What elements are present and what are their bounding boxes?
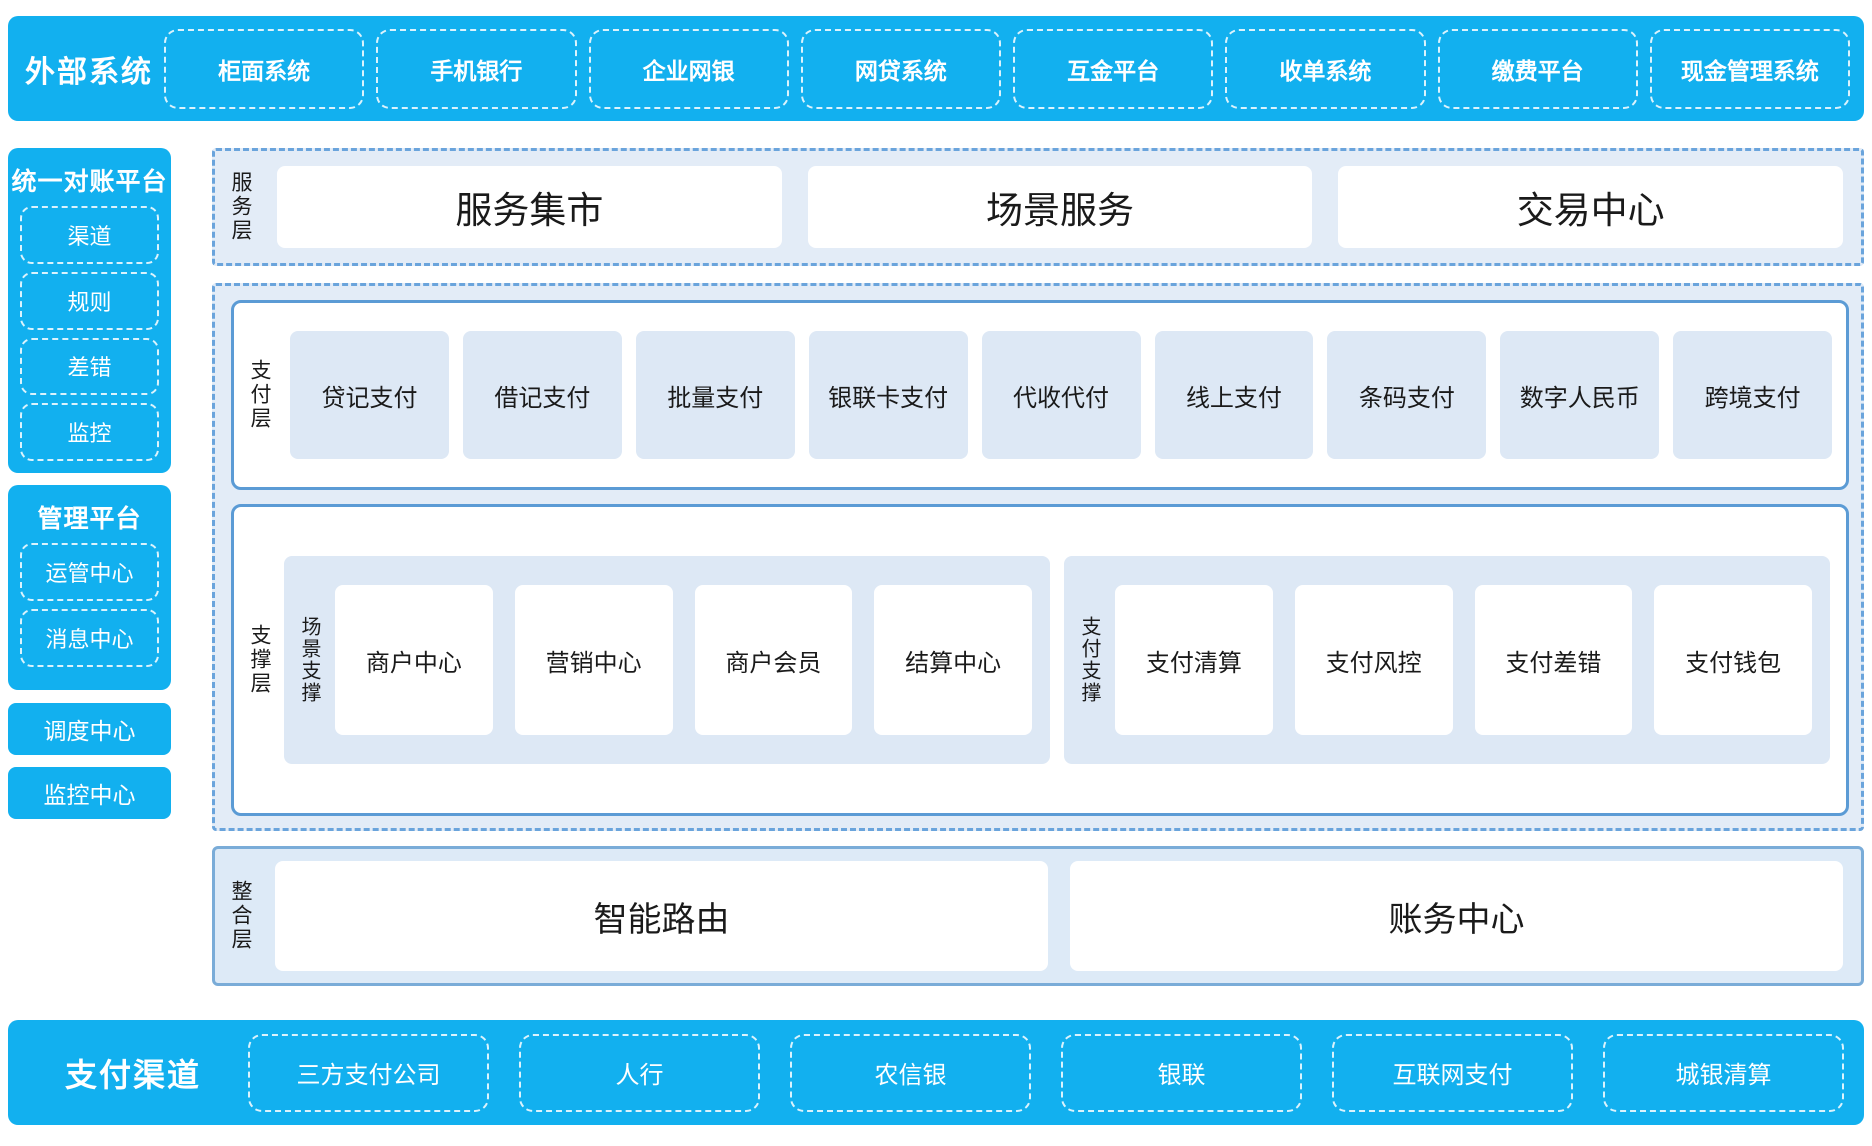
reconcile-item-monitor[interactable]: 监控 — [20, 403, 159, 461]
manage-platform-panel: 管理平台 运管中心 消息中心 — [8, 485, 171, 690]
scene-card-settlement-center[interactable]: 结算中心 — [874, 585, 1033, 735]
external-system-item[interactable]: 互金平台 — [1013, 28, 1214, 109]
scene-support-card-list: 商户中心 营销中心 商户会员 结算中心 — [335, 585, 1033, 735]
service-card-market[interactable]: 服务集市 — [277, 166, 782, 248]
payment-support-card-error[interactable]: 支付差错 — [1474, 585, 1633, 735]
payment-support-group: 支付支撑 支付清算 支付风控 支付差错 支付钱包 — [1064, 556, 1831, 764]
external-systems-title: 外部系统 — [25, 55, 153, 89]
integration-layer-card-list: 智能路由 账务中心 — [275, 861, 1844, 971]
support-layer-label: 支撑层 — [248, 624, 272, 696]
payment-channel-title: 支付渠道 — [64, 1056, 201, 1093]
payment-layer-tile-list: 贷记支付 借记支付 批量支付 银联卡支付 代收代付 线上支付 条码支付 数字人民… — [290, 331, 1833, 459]
external-system-item[interactable]: 缴费平台 — [1437, 28, 1638, 109]
payment-support-card-risk-control[interactable]: 支付风控 — [1294, 585, 1453, 735]
channel-item-third-party[interactable]: 三方支付公司 — [248, 1033, 489, 1112]
payment-tile-credit[interactable]: 贷记支付 — [290, 331, 449, 459]
payment-tile-cross-border[interactable]: 跨境支付 — [1673, 331, 1833, 459]
payment-layer-label: 支付层 — [248, 359, 272, 431]
channel-item-unionpay[interactable]: 银联 — [1061, 1033, 1302, 1112]
monitor-center-block[interactable]: 监控中心 — [8, 767, 171, 819]
reconcile-platform-title: 统一对账平台 — [11, 168, 168, 196]
external-system-item[interactable]: 手机银行 — [376, 28, 577, 109]
scene-support-label: 场景支撑 — [298, 616, 321, 704]
channel-item-city-bank-clearing[interactable]: 城银清算 — [1603, 1033, 1844, 1112]
support-layer-box: 支撑层 场景支撑 商户中心 营销中心 商户会员 结算中心 支付支撑 支付清算 支… — [231, 504, 1849, 816]
external-system-item[interactable]: 网贷系统 — [800, 28, 1001, 109]
payment-channel-chip-list: 三方支付公司 人行 农信银 银联 互联网支付 城银清算 — [248, 1033, 1850, 1112]
payment-support-card-wallet[interactable]: 支付钱包 — [1654, 585, 1813, 735]
external-system-item[interactable]: 现金管理系统 — [1649, 28, 1850, 109]
external-systems-chip-list: 柜面系统 手机银行 企业网银 网贷系统 互金平台 收单系统 缴费平台 现金管理系… — [164, 28, 1850, 109]
external-system-item[interactable]: 收单系统 — [1225, 28, 1426, 109]
payment-tile-digital-rmb[interactable]: 数字人民币 — [1500, 331, 1660, 459]
manage-platform-title: 管理平台 — [37, 505, 142, 533]
manage-item-operations-center[interactable]: 运管中心 — [20, 543, 159, 601]
payment-tile-unionpay-card[interactable]: 银联卡支付 — [808, 331, 968, 459]
scene-card-merchant-member[interactable]: 商户会员 — [694, 585, 853, 735]
payment-support-label: 支付支撑 — [1078, 616, 1101, 704]
reconcile-item-channel[interactable]: 渠道 — [20, 206, 159, 264]
integration-card-accounting-center[interactable]: 账务中心 — [1070, 861, 1844, 971]
scene-support-group: 场景支撑 商户中心 营销中心 商户会员 结算中心 — [284, 556, 1051, 764]
channel-item-rcc-bank[interactable]: 农信银 — [790, 1033, 1031, 1112]
reconcile-item-error[interactable]: 差错 — [20, 337, 159, 396]
channel-item-pboc[interactable]: 人行 — [519, 1033, 760, 1112]
service-layer-region: 服务层 服务集市 场景服务 交易中心 — [212, 148, 1864, 266]
integration-card-smart-routing[interactable]: 智能路由 — [275, 861, 1049, 971]
payment-tile-batch[interactable]: 批量支付 — [635, 331, 795, 459]
payment-channel-bar: 支付渠道 三方支付公司 人行 农信银 银联 互联网支付 城银清算 — [8, 1020, 1864, 1125]
integration-layer-label: 整合层 — [229, 880, 253, 952]
service-layer-label: 服务层 — [229, 171, 253, 243]
service-card-scene[interactable]: 场景服务 — [807, 166, 1313, 248]
external-systems-bar: 外部系统 柜面系统 手机银行 企业网银 网贷系统 互金平台 收单系统 缴费平台 … — [8, 16, 1864, 121]
scene-card-marketing-center[interactable]: 营销中心 — [514, 585, 673, 735]
reconcile-item-rule[interactable]: 规则 — [20, 271, 159, 330]
payment-tile-debit[interactable]: 借记支付 — [462, 331, 622, 459]
payment-tile-collection-payment[interactable]: 代收代付 — [981, 331, 1141, 459]
external-system-item[interactable]: 企业网银 — [588, 28, 789, 109]
scene-card-merchant-center[interactable]: 商户中心 — [335, 585, 493, 735]
payment-support-card-clearing[interactable]: 支付清算 — [1115, 585, 1273, 735]
core-layers-region: 支付层 贷记支付 借记支付 批量支付 银联卡支付 代收代付 线上支付 条码支付 … — [212, 283, 1864, 831]
payment-tile-barcode[interactable]: 条码支付 — [1327, 331, 1487, 459]
service-card-transaction[interactable]: 交易中心 — [1338, 166, 1844, 248]
reconcile-platform-panel: 统一对账平台 渠道 规则 差错 监控 — [8, 148, 171, 473]
payment-support-card-list: 支付清算 支付风控 支付差错 支付钱包 — [1115, 585, 1813, 735]
dispatch-center-block[interactable]: 调度中心 — [8, 703, 171, 755]
external-system-item[interactable]: 柜面系统 — [164, 28, 365, 109]
integration-layer-region: 整合层 智能路由 账务中心 — [212, 846, 1864, 986]
channel-item-internet-payment[interactable]: 互联网支付 — [1332, 1033, 1573, 1112]
manage-item-message-center[interactable]: 消息中心 — [20, 609, 159, 667]
service-layer-card-list: 服务集市 场景服务 交易中心 — [277, 166, 1844, 248]
payment-layer-box: 支付层 贷记支付 借记支付 批量支付 银联卡支付 代收代付 线上支付 条码支付 … — [231, 300, 1849, 490]
payment-tile-online[interactable]: 线上支付 — [1154, 331, 1314, 459]
